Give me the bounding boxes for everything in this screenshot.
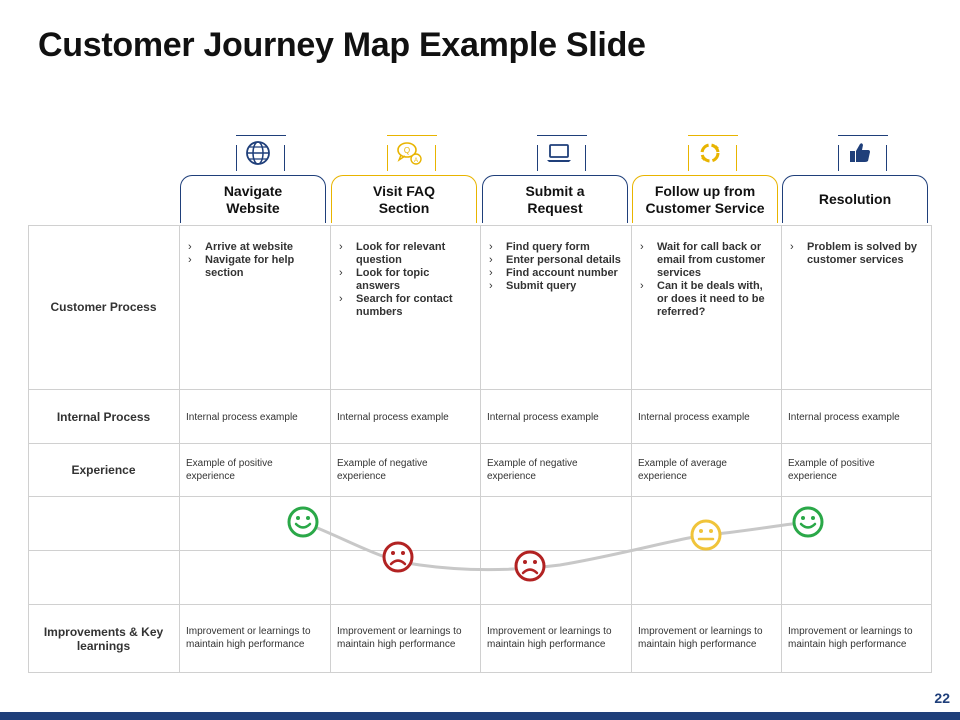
experience-cell: Example of positive experience <box>782 444 932 497</box>
internal-process-cell: Internal process example <box>782 390 932 444</box>
customer-process-cell: Wait for call back or email from custome… <box>632 225 782 390</box>
list-item: Look for relevant question <box>339 241 474 267</box>
emotion-label-cell <box>28 497 180 551</box>
list-item: Find query form <box>489 241 625 254</box>
list-item: Can it be deals with, or does it need to… <box>640 280 775 319</box>
happy-face-icon <box>792 506 824 538</box>
list-item: Problem is solved by customer services <box>790 241 925 267</box>
list-item: Wait for call back or email from custome… <box>640 241 775 280</box>
row-label-experience: Experience <box>28 444 180 497</box>
list-item: Look for topic answers <box>339 267 474 293</box>
laptop-icon <box>547 144 571 162</box>
emotion-cell <box>481 497 632 551</box>
slide-title: Customer Journey Map Example Slide <box>38 26 646 64</box>
emotion-cell <box>180 497 331 551</box>
globe-icon <box>246 141 270 165</box>
faq-icon: Q A <box>397 142 422 165</box>
emotion-cell <box>782 551 932 605</box>
customer-process-cell: Arrive at website Navigate for help sect… <box>180 225 331 390</box>
page-number: 22 <box>934 690 950 706</box>
sad-face-icon <box>514 550 546 582</box>
row-label-customer-process: Customer Process <box>28 225 180 390</box>
svg-text:Q: Q <box>404 146 410 155</box>
list-item: Navigate for help section <box>188 254 324 280</box>
list-item: Search for contact numbers <box>339 293 474 319</box>
emotion-cell <box>180 551 331 605</box>
experience-cell: Example of negative experience <box>331 444 481 497</box>
stage-2-icon-box: Q A <box>373 135 437 173</box>
emotion-cell <box>782 497 932 551</box>
stage-4-icon-box <box>674 135 738 173</box>
customer-process-cell: Look for relevant question Look for topi… <box>331 225 481 390</box>
refresh-icon <box>700 143 720 163</box>
row-label-internal-process: Internal Process <box>28 390 180 444</box>
journey-grid: Customer Process Arrive at website Navig… <box>28 225 932 673</box>
customer-process-cell: Problem is solved by customer services <box>782 225 932 390</box>
improvements-cell: Improvement or learnings to maintain hig… <box>782 605 932 673</box>
sad-face-icon <box>382 541 414 573</box>
list-item: Arrive at website <box>188 241 324 254</box>
improvements-cell: Improvement or learnings to maintain hig… <box>331 605 481 673</box>
stage-5-icon-box <box>824 135 888 173</box>
experience-cell: Example of positive experience <box>180 444 331 497</box>
neutral-face-icon <box>690 519 722 551</box>
improvements-cell: Improvement or learnings to maintain hig… <box>180 605 331 673</box>
emotion-cell <box>331 551 481 605</box>
emotion-curve <box>302 520 809 571</box>
experience-cell: Example of average experience <box>632 444 782 497</box>
emotion-label-cell <box>28 551 180 605</box>
customer-process-cell: Find query form Enter personal details F… <box>481 225 632 390</box>
stage-header-visit-faq: Visit FAQ Section <box>331 175 477 223</box>
stage-1-icon-box <box>222 135 286 173</box>
stage-header-navigate-website: Navigate Website <box>180 175 326 223</box>
happy-face-icon <box>287 506 319 538</box>
list-item: Enter personal details <box>489 254 625 267</box>
list-item: Submit query <box>489 280 625 293</box>
experience-cell: Example of negative experience <box>481 444 632 497</box>
thumbs-up-icon <box>850 143 870 162</box>
list-item: Find account number <box>489 267 625 280</box>
emotion-cell <box>632 551 782 605</box>
row-label-improvements: Improvements & Key learnings <box>28 605 180 673</box>
internal-process-cell: Internal process example <box>632 390 782 444</box>
stage-3-icon-box <box>523 135 587 173</box>
svg-text:A: A <box>414 158 418 164</box>
footer-bar <box>0 712 960 720</box>
internal-process-cell: Internal process example <box>180 390 331 444</box>
emotion-cell <box>481 551 632 605</box>
internal-process-cell: Internal process example <box>481 390 632 444</box>
stage-header-follow-up: Follow up from Customer Service <box>632 175 778 223</box>
improvements-cell: Improvement or learnings to maintain hig… <box>481 605 632 673</box>
stage-header-resolution: Resolution <box>782 175 928 223</box>
internal-process-cell: Internal process example <box>331 390 481 444</box>
stage-header-submit-request: Submit a Request <box>482 175 628 223</box>
improvements-cell: Improvement or learnings to maintain hig… <box>632 605 782 673</box>
